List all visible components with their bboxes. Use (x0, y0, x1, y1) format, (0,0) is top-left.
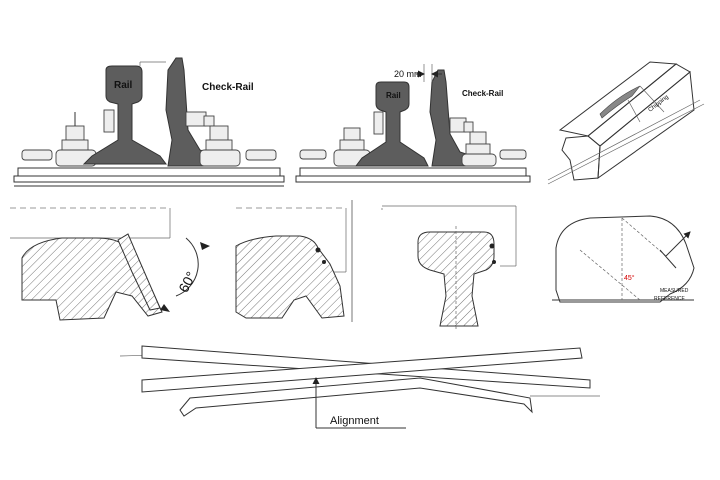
checkrail-label: Check-Rail (202, 82, 254, 93)
alignment-panel: Alignment (119, 345, 600, 429)
flange-angle-label: 60° (175, 269, 199, 295)
checkrail-gap-panel: 20 mm Rail Check-Rail (295, 64, 531, 183)
profile-measure-panel: 45° MEASURED REFERENCE (552, 215, 695, 303)
left-fastener-icon (299, 127, 371, 167)
gap-dimension-label: 20 mm (394, 69, 422, 79)
rail-label: Rail (386, 91, 401, 100)
rail-profile (355, 81, 429, 167)
wheel-contact-panel (235, 207, 347, 319)
chipping-mark (599, 85, 641, 119)
rail-bar (141, 347, 583, 393)
left-fastener-icon (21, 112, 97, 167)
right-fastener-icon (449, 117, 527, 167)
perspective-rail-panel: Chipping (547, 61, 705, 185)
rail-gauge-panel (381, 205, 517, 330)
measured-label: MEASURED (660, 288, 689, 294)
flange-angle-panel: 60° (10, 207, 210, 321)
rail-profile (82, 65, 167, 165)
alignment-label: Alignment (330, 415, 379, 427)
profile-angle-label: 45° (624, 274, 635, 282)
rail-bar (179, 377, 533, 417)
checkrail-section-panel: Rail Check-Rail (13, 57, 285, 187)
checkrail-label: Check-Rail (462, 89, 503, 98)
reference-label: REFERENCE (654, 296, 686, 302)
rail-label: Rail (114, 80, 133, 91)
right-fastener-icon (185, 111, 277, 167)
